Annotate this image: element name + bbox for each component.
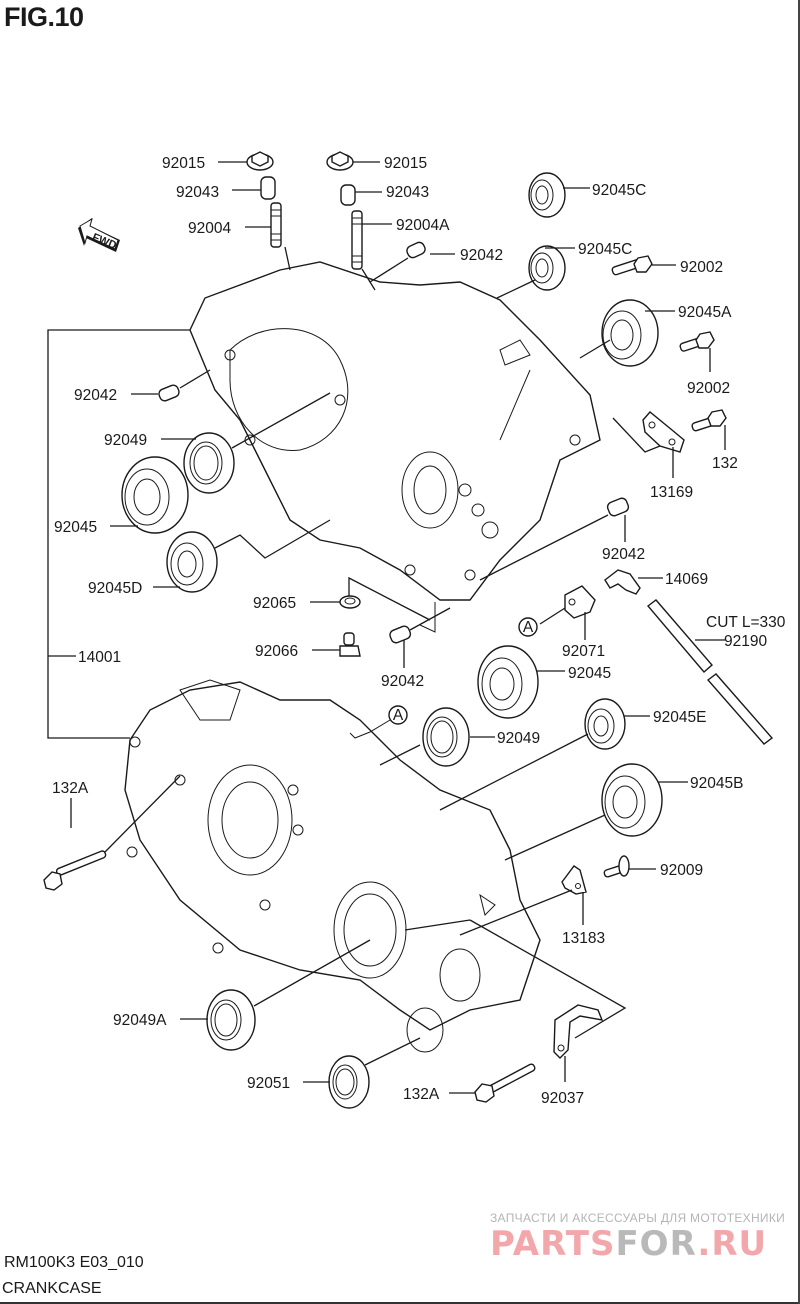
label-92045B[interactable]: 92045B (690, 775, 743, 792)
bearing-92045B[interactable] (601, 763, 663, 837)
label-92071[interactable]: 92071 (562, 643, 605, 660)
plate-13169[interactable] (642, 411, 685, 453)
washer-92065[interactable] (339, 595, 361, 609)
bolt-132A-bottom[interactable] (474, 1063, 536, 1103)
bottom-border (0, 1302, 800, 1304)
label-92045-center[interactable]: 92045 (568, 665, 611, 682)
dowel-92042-right[interactable] (606, 497, 630, 517)
nut-92015-right[interactable] (326, 151, 354, 171)
collar-92043-left[interactable] (260, 176, 276, 200)
watermark-brand-part1: PARTS (490, 1224, 616, 1264)
bearing-92045-center[interactable] (477, 645, 539, 719)
assembly-bracket-14001 (47, 329, 190, 739)
bracket-13183[interactable] (561, 865, 587, 895)
label-92042-center[interactable]: 92042 (381, 673, 424, 690)
label-92045E[interactable]: 92045E (653, 709, 706, 726)
label-92009[interactable]: 92009 (660, 862, 703, 879)
label-92002-mid[interactable]: 92002 (687, 380, 730, 397)
label-92015-right[interactable]: 92015 (384, 155, 427, 172)
bearing-92045E[interactable] (584, 698, 626, 750)
watermark-tagline: ЗАПЧАСТИ И АКСЕССУАРЫ ДЛЯ МОТОТЕХНИКИ (490, 1211, 786, 1225)
label-13183[interactable]: 13183 (562, 930, 605, 947)
label-13169[interactable]: 13169 (650, 484, 693, 501)
label-92045D[interactable]: 92045D (88, 580, 142, 597)
screw-92009[interactable] (603, 855, 630, 878)
label-92065[interactable]: 92065 (253, 595, 296, 612)
dowel-92042-top[interactable] (405, 241, 426, 259)
reference-marker-a-1: A (518, 617, 538, 637)
reference-marker-a-2: A (388, 705, 408, 725)
label-92066[interactable]: 92066 (255, 643, 298, 660)
bracket-92037[interactable] (553, 1004, 604, 1059)
oil-seal-92051[interactable] (328, 1055, 370, 1109)
hose-92190[interactable] (646, 599, 774, 745)
watermark-brand-logo: PARTSFOR.RU (490, 1224, 767, 1264)
nut-92015-left[interactable] (246, 151, 274, 171)
stud-92004[interactable] (270, 202, 282, 248)
label-92043-left[interactable]: 92043 (176, 184, 219, 201)
label-92015-left[interactable]: 92015 (162, 155, 205, 172)
oil-seal-92049-upper[interactable] (183, 432, 235, 494)
label-92037[interactable]: 92037 (541, 1090, 584, 1107)
fwd-arrow-icon: FWD (78, 217, 120, 252)
svg-text:A: A (523, 619, 534, 636)
dowel-92042-left[interactable] (157, 384, 180, 403)
label-92051[interactable]: 92051 (247, 1075, 290, 1092)
label-92002-top[interactable]: 92002 (680, 259, 723, 276)
figure-model-code: RM100K3 E03_010 (4, 1254, 144, 1271)
figure-name: CRANKCASE (2, 1280, 102, 1297)
label-92004A[interactable]: 92004A (396, 217, 450, 234)
oil-seal-92049-lower[interactable] (422, 707, 470, 767)
fwd-label: FWD (90, 231, 118, 252)
label-92042-left[interactable]: 92042 (74, 387, 117, 404)
bolt-132A-left[interactable] (43, 850, 107, 891)
label-14001[interactable]: 14001 (78, 649, 121, 666)
bearing-92045C-top[interactable] (528, 172, 566, 218)
label-132[interactable]: 132 (712, 455, 738, 472)
label-132A-bottom[interactable]: 132A (403, 1086, 440, 1103)
stud-92004A[interactable] (351, 210, 363, 270)
lower-crankcase-half (124, 679, 541, 1053)
label-92042-right[interactable]: 92042 (602, 546, 645, 563)
dowel-92042-center[interactable] (388, 625, 412, 645)
svg-text:A: A (393, 707, 404, 724)
label-92049A[interactable]: 92049A (113, 1012, 167, 1029)
bearing-92045C-mid[interactable] (528, 245, 566, 291)
bearing-92045-left[interactable] (121, 456, 189, 534)
label-14069[interactable]: 14069 (665, 571, 708, 588)
cap-92071[interactable] (564, 585, 596, 619)
right-border (798, 0, 800, 1304)
label-92190[interactable]: 92190 (724, 633, 767, 650)
label-92049-lower[interactable]: 92049 (497, 730, 540, 747)
label-92045C-mid[interactable]: 92045C (578, 241, 632, 258)
label-92045-left[interactable]: 92045 (54, 519, 97, 536)
label-92042-top[interactable]: 92042 (460, 247, 503, 264)
figure-title: FIG.10 (4, 2, 84, 32)
oil-seal-92049A[interactable] (206, 989, 256, 1051)
label-132A-left[interactable]: 132A (52, 780, 89, 797)
label-92045C-top[interactable]: 92045C (592, 182, 646, 199)
bearing-92045A[interactable] (601, 299, 659, 367)
label-92049-upper[interactable]: 92049 (104, 432, 147, 449)
bearing-92045D[interactable] (166, 531, 218, 593)
watermark-brand-part2: FOR (615, 1224, 698, 1264)
bolt-132[interactable] (691, 409, 727, 432)
label-92004[interactable]: 92004 (188, 220, 231, 237)
upper-crankcase-half (189, 261, 601, 601)
drain-plug-92066[interactable] (339, 632, 361, 657)
watermark-brand-part3: .RU (697, 1224, 768, 1264)
label-92043-right[interactable]: 92043 (386, 184, 429, 201)
collar-92043-right[interactable] (340, 184, 356, 206)
bolt-92002-mid[interactable] (679, 331, 715, 352)
bolt-92002-top[interactable] (611, 255, 653, 276)
label-92045A[interactable]: 92045A (678, 304, 732, 321)
label-cut-length: CUT L=330 (706, 614, 786, 631)
fitting-14069[interactable] (604, 569, 641, 595)
